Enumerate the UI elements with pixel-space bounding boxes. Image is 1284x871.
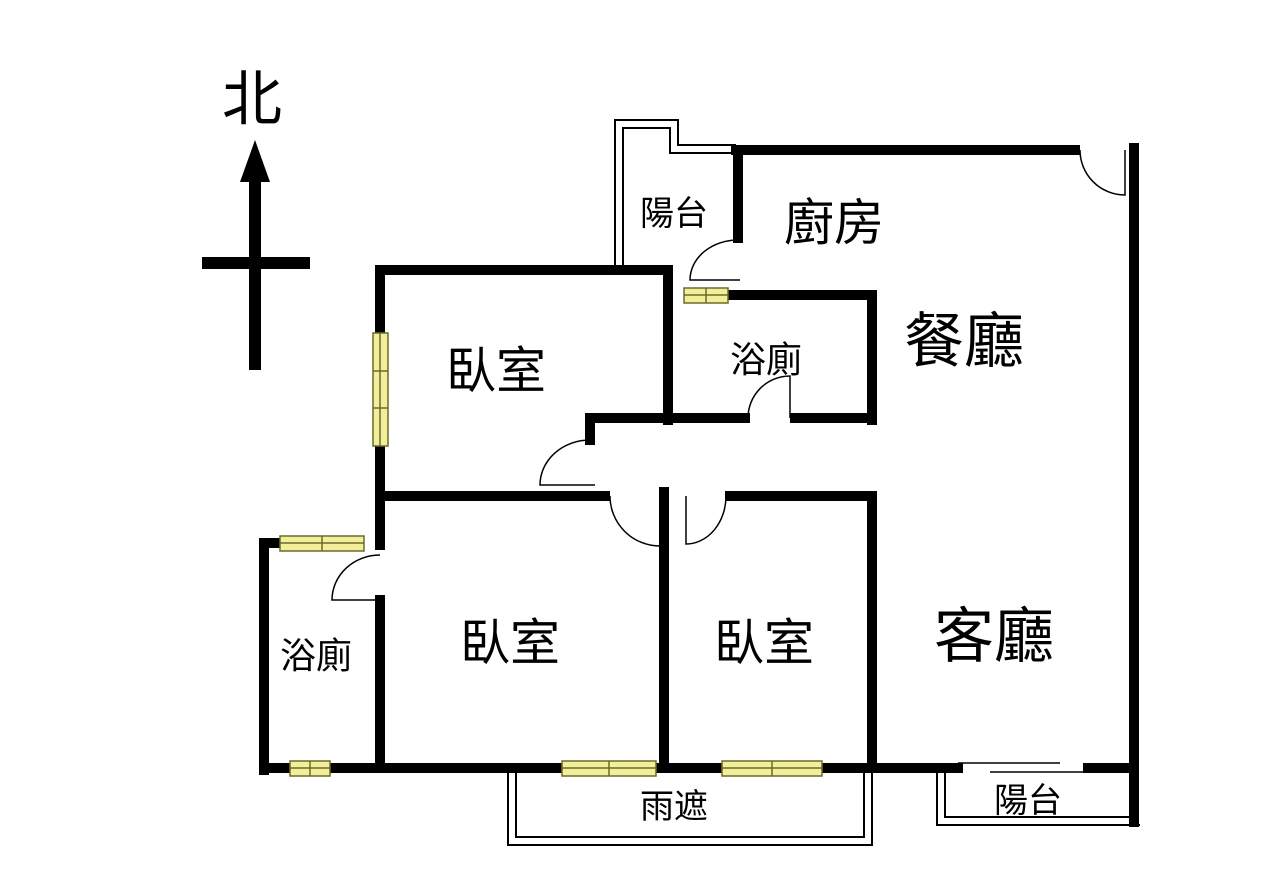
north-arrow-head (240, 140, 270, 182)
window-bedroom-north-west (372, 332, 389, 447)
door-kitchen-east (1079, 149, 1126, 196)
door-west-bath (331, 554, 381, 601)
windows (279, 287, 823, 777)
north-balcony-outline (614, 119, 736, 266)
thin-outlines (507, 119, 1140, 846)
compass-label: 北 (222, 65, 282, 135)
north-balcony-inner (622, 127, 736, 266)
label-bedroom-north: 臥室 (446, 342, 546, 400)
label-living-room: 客廳 (934, 602, 1054, 672)
canopy-inner (515, 770, 865, 838)
compass-crossbar (202, 257, 310, 269)
door-bedroom-se (685, 495, 727, 545)
label-balcony-north: 陽台 (640, 194, 708, 234)
doors (331, 149, 1126, 773)
canopy-outline (507, 770, 873, 846)
label-dining-room: 餐廳 (904, 307, 1024, 377)
walls (259, 143, 1139, 827)
label-bathroom-master: 浴廁 (730, 340, 802, 381)
label-canopy: 雨遮 (640, 787, 708, 827)
room-labels: 陽台 廚房 餐廳 臥室 浴廁 浴廁 臥室 臥室 客廳 雨遮 陽台 (280, 194, 1062, 827)
door-kitchen-balcony (689, 239, 740, 281)
north-arrow-shaft (249, 180, 261, 370)
label-bathroom-west: 浴廁 (280, 636, 352, 677)
window-bedroom-se-south (721, 760, 823, 777)
label-bedroom-southeast: 臥室 (714, 614, 814, 672)
door-bedroom-sw (609, 495, 661, 547)
label-kitchen: 廚房 (784, 194, 884, 252)
label-balcony-south: 陽台 (994, 781, 1062, 821)
label-bedroom-southwest: 臥室 (460, 614, 560, 672)
window-bath-north (683, 287, 729, 304)
door-master-bath (747, 375, 791, 419)
compass: 北 (202, 65, 310, 370)
door-bedroom-north (539, 439, 595, 486)
window-west-bath-top (279, 535, 365, 552)
south-balcony-inner (944, 768, 1132, 818)
window-bedroom-sw-south (561, 760, 657, 777)
window-west-bath-bottom (289, 760, 331, 777)
south-balcony-outline (936, 768, 1140, 826)
